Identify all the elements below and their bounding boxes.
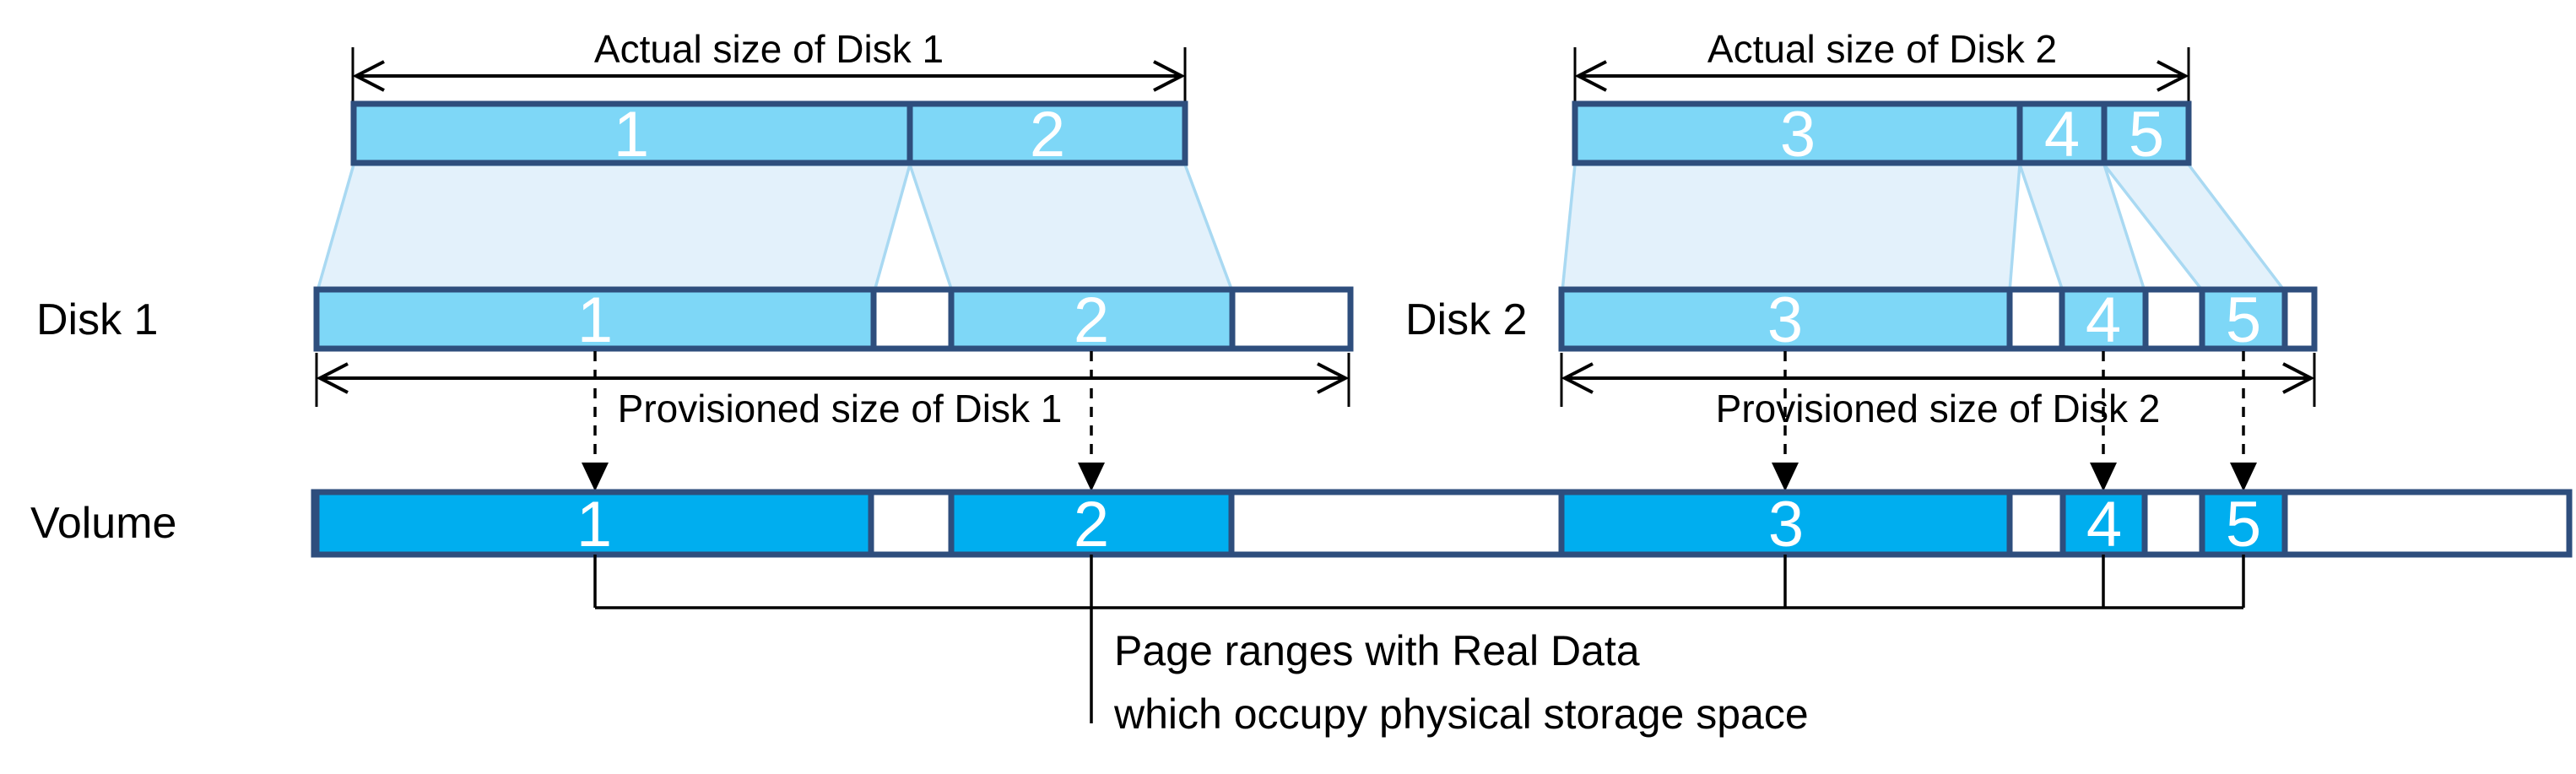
mapping-trapezoid-page3 [1561,163,2021,293]
volume-row: Volume 1 2 3 4 5 [30,489,2573,560]
disk2-provisioned-row: Disk 2 3 4 5 [1405,284,2318,356]
disk1-provisioned-row: Disk 1 1 2 [36,284,1354,356]
annotation-line2: which occupy physical storage space [1113,690,1809,738]
arrowhead-left-icon [352,60,385,92]
disk2-provisioned-size-dimension: Provisioned size of Disk 2 [1560,353,2316,430]
volume-label: Volume [30,499,176,548]
arrowhead-left-icon [1561,362,1594,394]
disk2-mapping-trapezoids [1561,163,2288,293]
arrowhead-right-icon [1317,362,1350,394]
disk1-page2-block [948,286,1236,352]
disk2-page5-number: 5 [2226,284,2261,356]
disk1-actual-size-dimension: Actual size of Disk 1 [351,27,1187,102]
arrowhead-right-icon [2282,362,2315,394]
arrowhead-down-icon [2090,463,2117,491]
mapping-arrow-page1 [582,351,609,491]
volume-page2-number: 2 [1074,489,1109,560]
disk1-label: Disk 1 [36,295,158,344]
disk2-page3-number: 3 [1767,284,1803,356]
disk2-page5-block [2199,286,2288,352]
arrowhead-left-icon [316,362,349,394]
arrowhead-right-icon [2157,60,2189,92]
disk1-page1-block [313,286,877,352]
disk2-page4-block [2059,286,2149,352]
mapping-arrow-page5 [2230,351,2257,491]
disk2-page4-number: 4 [2086,284,2121,356]
volume-page5-number: 5 [2226,489,2261,560]
disk2-actual-bar: 3 4 5 [1572,99,2192,170]
arrowhead-down-icon [582,463,609,491]
disk1-actual-page2-block [906,100,1188,166]
disk1-page1-number: 1 [577,284,613,356]
disk1-actual-page1-number: 1 [614,99,649,170]
arrowhead-down-icon [1078,463,1105,491]
mapping-arrow-page2 [1078,351,1105,491]
disk1-provisioned-size-dimension: Provisioned size of Disk 1 [315,353,1350,430]
disk2-actual-size-label: Actual size of Disk 2 [1707,27,2057,71]
arrowhead-down-icon [1772,463,1799,491]
volume-page4-number: 4 [2086,489,2122,560]
volume-page4-block [2059,489,2148,558]
volume-page2-block [948,489,1235,558]
mapping-trapezoid-page1 [315,163,912,293]
arrowhead-left-icon [1574,60,1607,92]
page-ranges-annotation: Page ranges with Real Data which occupy … [593,555,2245,738]
disk1-actual-page2-number: 2 [1030,99,1065,170]
mapping-arrow-page3 [1772,351,1799,491]
disk1-mapping-trapezoids [315,163,1235,293]
disk2-actual-page3-block [1572,100,2023,166]
disk2-actual-page4-number: 4 [2044,99,2080,170]
arrowhead-down-icon [2230,463,2257,491]
disk2-label: Disk 2 [1405,295,1527,344]
disk2-actual-size-dimension: Actual size of Disk 2 [1573,27,2190,102]
disk2-page3-block [1558,286,2013,352]
disk2-provisioned-size-label: Provisioned size of Disk 2 [1716,387,2161,430]
disk2-actual-page3-number: 3 [1780,99,1816,170]
volume-page3-block [1558,489,2013,558]
mapping-arrow-page4 [2090,351,2117,491]
disk1-actual-size-label: Actual size of Disk 1 [594,27,944,71]
page-mapping-arrows [582,351,2257,491]
disk2-actual-page5-block [2101,100,2192,166]
volume-page3-number: 3 [1768,489,1804,560]
disk2-actual-page4-block [2016,100,2108,166]
disk1-provisioned-size-label: Provisioned size of Disk 1 [618,387,1063,430]
volume-page1-number: 1 [576,489,612,560]
page-ranges-bracket [593,555,2245,723]
annotation-line1: Page ranges with Real Data [1114,627,1640,674]
arrowhead-right-icon [1153,60,1186,92]
disk2-actual-page5-number: 5 [2129,99,2164,170]
mapping-trapezoid-page2 [907,163,1235,293]
disk1-actual-bar: 1 2 [350,99,1188,170]
disk1-page2-number: 2 [1074,284,1109,356]
